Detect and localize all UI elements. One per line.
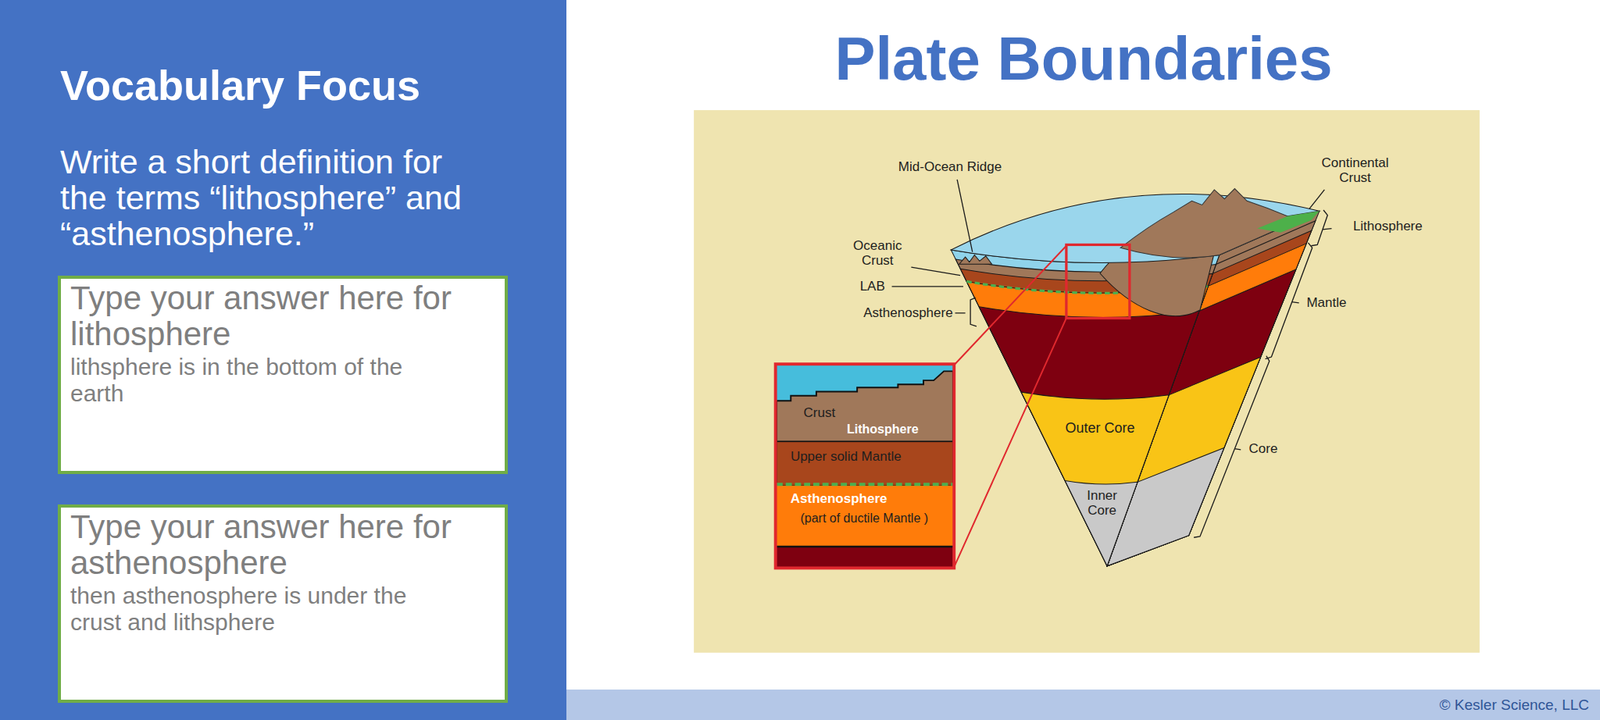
inset-upper-mantle xyxy=(776,441,954,486)
inset-frame xyxy=(775,364,955,568)
lithosphere-bracket xyxy=(1310,210,1332,247)
vocabulary-panel: Vocabulary FocusWrite a short definition… xyxy=(0,0,567,720)
leader-line xyxy=(955,297,977,327)
leader-line xyxy=(957,179,973,253)
zoom-frame xyxy=(1066,244,1130,318)
diagram-background xyxy=(693,110,1480,654)
mountain-range xyxy=(1120,189,1320,259)
answer-box: Type your answer here for lithospherelit… xyxy=(57,275,508,475)
layer-label: Mantle xyxy=(1306,296,1347,311)
panel-heading: Vocabulary Focus xyxy=(60,60,567,110)
leader-line xyxy=(892,285,964,287)
asthenosphere-layer xyxy=(966,281,1208,566)
leader-lines xyxy=(892,179,1325,327)
footer-bar: © Kesler Science, LLC xyxy=(566,689,1600,720)
vegetation-patch xyxy=(1257,210,1320,233)
ocean-surface xyxy=(950,193,1320,263)
outer-core-layer xyxy=(1021,392,1169,567)
mantle-bracket xyxy=(1265,242,1313,360)
answer-box: Type your answer here for asthenospheret… xyxy=(57,504,508,704)
inset-crust xyxy=(776,371,954,442)
inset-boundary xyxy=(776,546,954,549)
inset-lab-line xyxy=(776,482,954,486)
instruction-text: Write a short definition for the terms “… xyxy=(60,143,475,252)
inner-core-layer xyxy=(1064,480,1138,566)
core-label: Outer Core xyxy=(1064,421,1135,437)
answer-prompt: Type your answer here for asthenosphere xyxy=(70,509,496,582)
inset-label: Upper solid Mantle xyxy=(790,450,902,465)
ridge-shape xyxy=(959,254,993,265)
page-title: Plate Boundaries xyxy=(834,25,1333,93)
inset-label: Asthenosphere xyxy=(790,491,888,507)
inset-view xyxy=(775,364,955,568)
inset-label: Lithosphere xyxy=(846,422,919,437)
layer-label: Asthenosphere xyxy=(863,306,953,322)
layer-label: Lithosphere xyxy=(1353,219,1423,235)
brackets xyxy=(1193,210,1332,538)
inset-label: (part of ductile Mantle ) xyxy=(800,511,929,526)
mantle-layer xyxy=(978,307,1200,567)
zoom-line xyxy=(953,246,1067,568)
crust-label: Oceanic Crust xyxy=(846,239,909,269)
student-answer: lithsphere is in the bottom of the earth xyxy=(70,353,430,408)
inset-mantle xyxy=(776,546,954,568)
core-label: Inner Core xyxy=(1082,489,1123,519)
crust-label: Continental Crust xyxy=(1316,157,1395,186)
student-answer: then asthenosphere is under the crust an… xyxy=(70,582,430,636)
leader-line xyxy=(1309,189,1325,210)
inset-asthenosphere xyxy=(776,485,954,547)
ridge-label: Mid-Ocean Ridge xyxy=(898,160,1002,175)
leader-line xyxy=(910,267,961,275)
boundary-label: LAB xyxy=(860,279,886,295)
layer-label: Core xyxy=(1249,441,1279,457)
inset-label: Crust xyxy=(803,406,836,422)
copyright-note: © Kesler Science, LLC xyxy=(566,689,1590,720)
answer-prompt: Type your answer here for lithosphere xyxy=(70,280,496,353)
